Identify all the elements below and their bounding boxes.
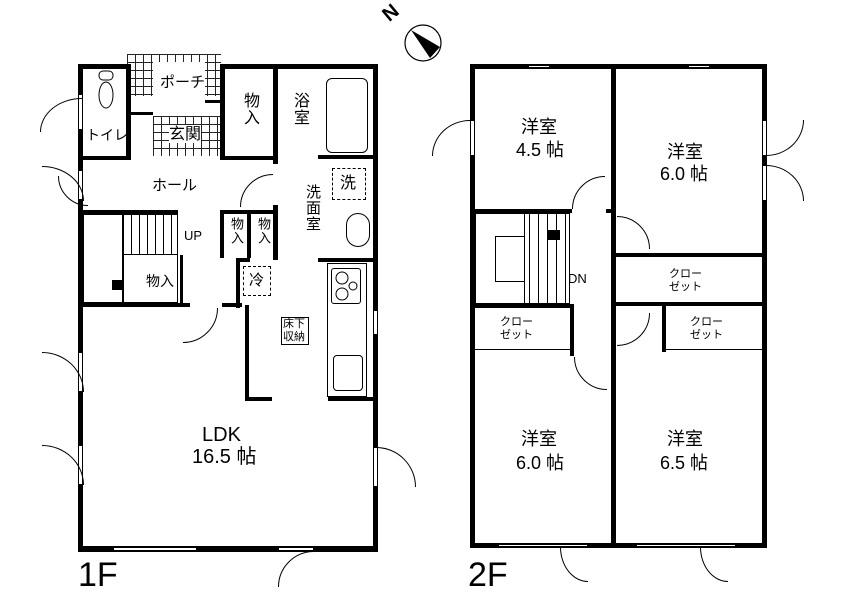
compass-north-label: N xyxy=(378,0,404,27)
room-label-2f-se: 洋室 xyxy=(667,429,703,450)
room-label-toilet: トイレ xyxy=(86,128,128,144)
room-label-storage-top: 物入 xyxy=(241,92,260,126)
room-label-2f-ne: 洋室 xyxy=(667,142,703,163)
room-label-porch: ポーチ xyxy=(160,73,206,92)
underfloor-storage xyxy=(281,317,309,345)
underfloor-storage-label: 床下 収納 xyxy=(283,317,305,343)
room-label-storage-a: 物入 xyxy=(228,217,243,245)
room-size-2f-ne: 6.0 帖 xyxy=(660,164,709,184)
room-label-bath: 浴室 xyxy=(291,92,310,126)
compass-icon xyxy=(404,24,442,62)
closet-label-east: クロー ゼット xyxy=(669,267,702,293)
room-label-washroom: 洗面室 xyxy=(304,184,322,232)
room-label-storage-stair: 物入 xyxy=(146,274,174,291)
washer-space xyxy=(332,168,366,200)
bathtub xyxy=(326,78,368,153)
room-label-ldk: LDK xyxy=(202,424,241,446)
room-size-2f-se: 6.5 帖 xyxy=(660,453,709,473)
room-size-2f-sw: 6.0 帖 xyxy=(516,453,565,473)
room-size-2f-nw: 4.5 帖 xyxy=(516,140,565,160)
fridge-space xyxy=(243,266,271,296)
room-size-ldk: 16.5 帖 xyxy=(192,446,257,468)
room-label-hall: ホール xyxy=(152,176,198,194)
washer-label: 洗 xyxy=(340,173,357,192)
room-label-storage-b: 物入 xyxy=(255,217,270,245)
closet-label-west: クロー ゼット xyxy=(500,315,533,341)
door-ldk-south xyxy=(278,547,314,551)
stair-down-label: DN xyxy=(568,271,587,286)
toilet-icon xyxy=(98,70,114,109)
washbasin xyxy=(346,213,370,247)
room-label-entrance: 玄関 xyxy=(169,124,202,144)
room-label-2f-nw: 洋室 xyxy=(521,117,557,138)
closet-label-southeast: クロー ゼット xyxy=(690,315,723,341)
window-ldk-south xyxy=(113,547,197,551)
stair-up-label: UP xyxy=(184,228,203,243)
fridge-label: 冷 xyxy=(249,271,265,289)
floor-label-2f: 2F xyxy=(468,556,508,594)
room-label-2f-sw: 洋室 xyxy=(521,429,557,450)
floor-label-1f: 1F xyxy=(78,556,118,594)
kitchen-sink-icon xyxy=(333,355,363,391)
